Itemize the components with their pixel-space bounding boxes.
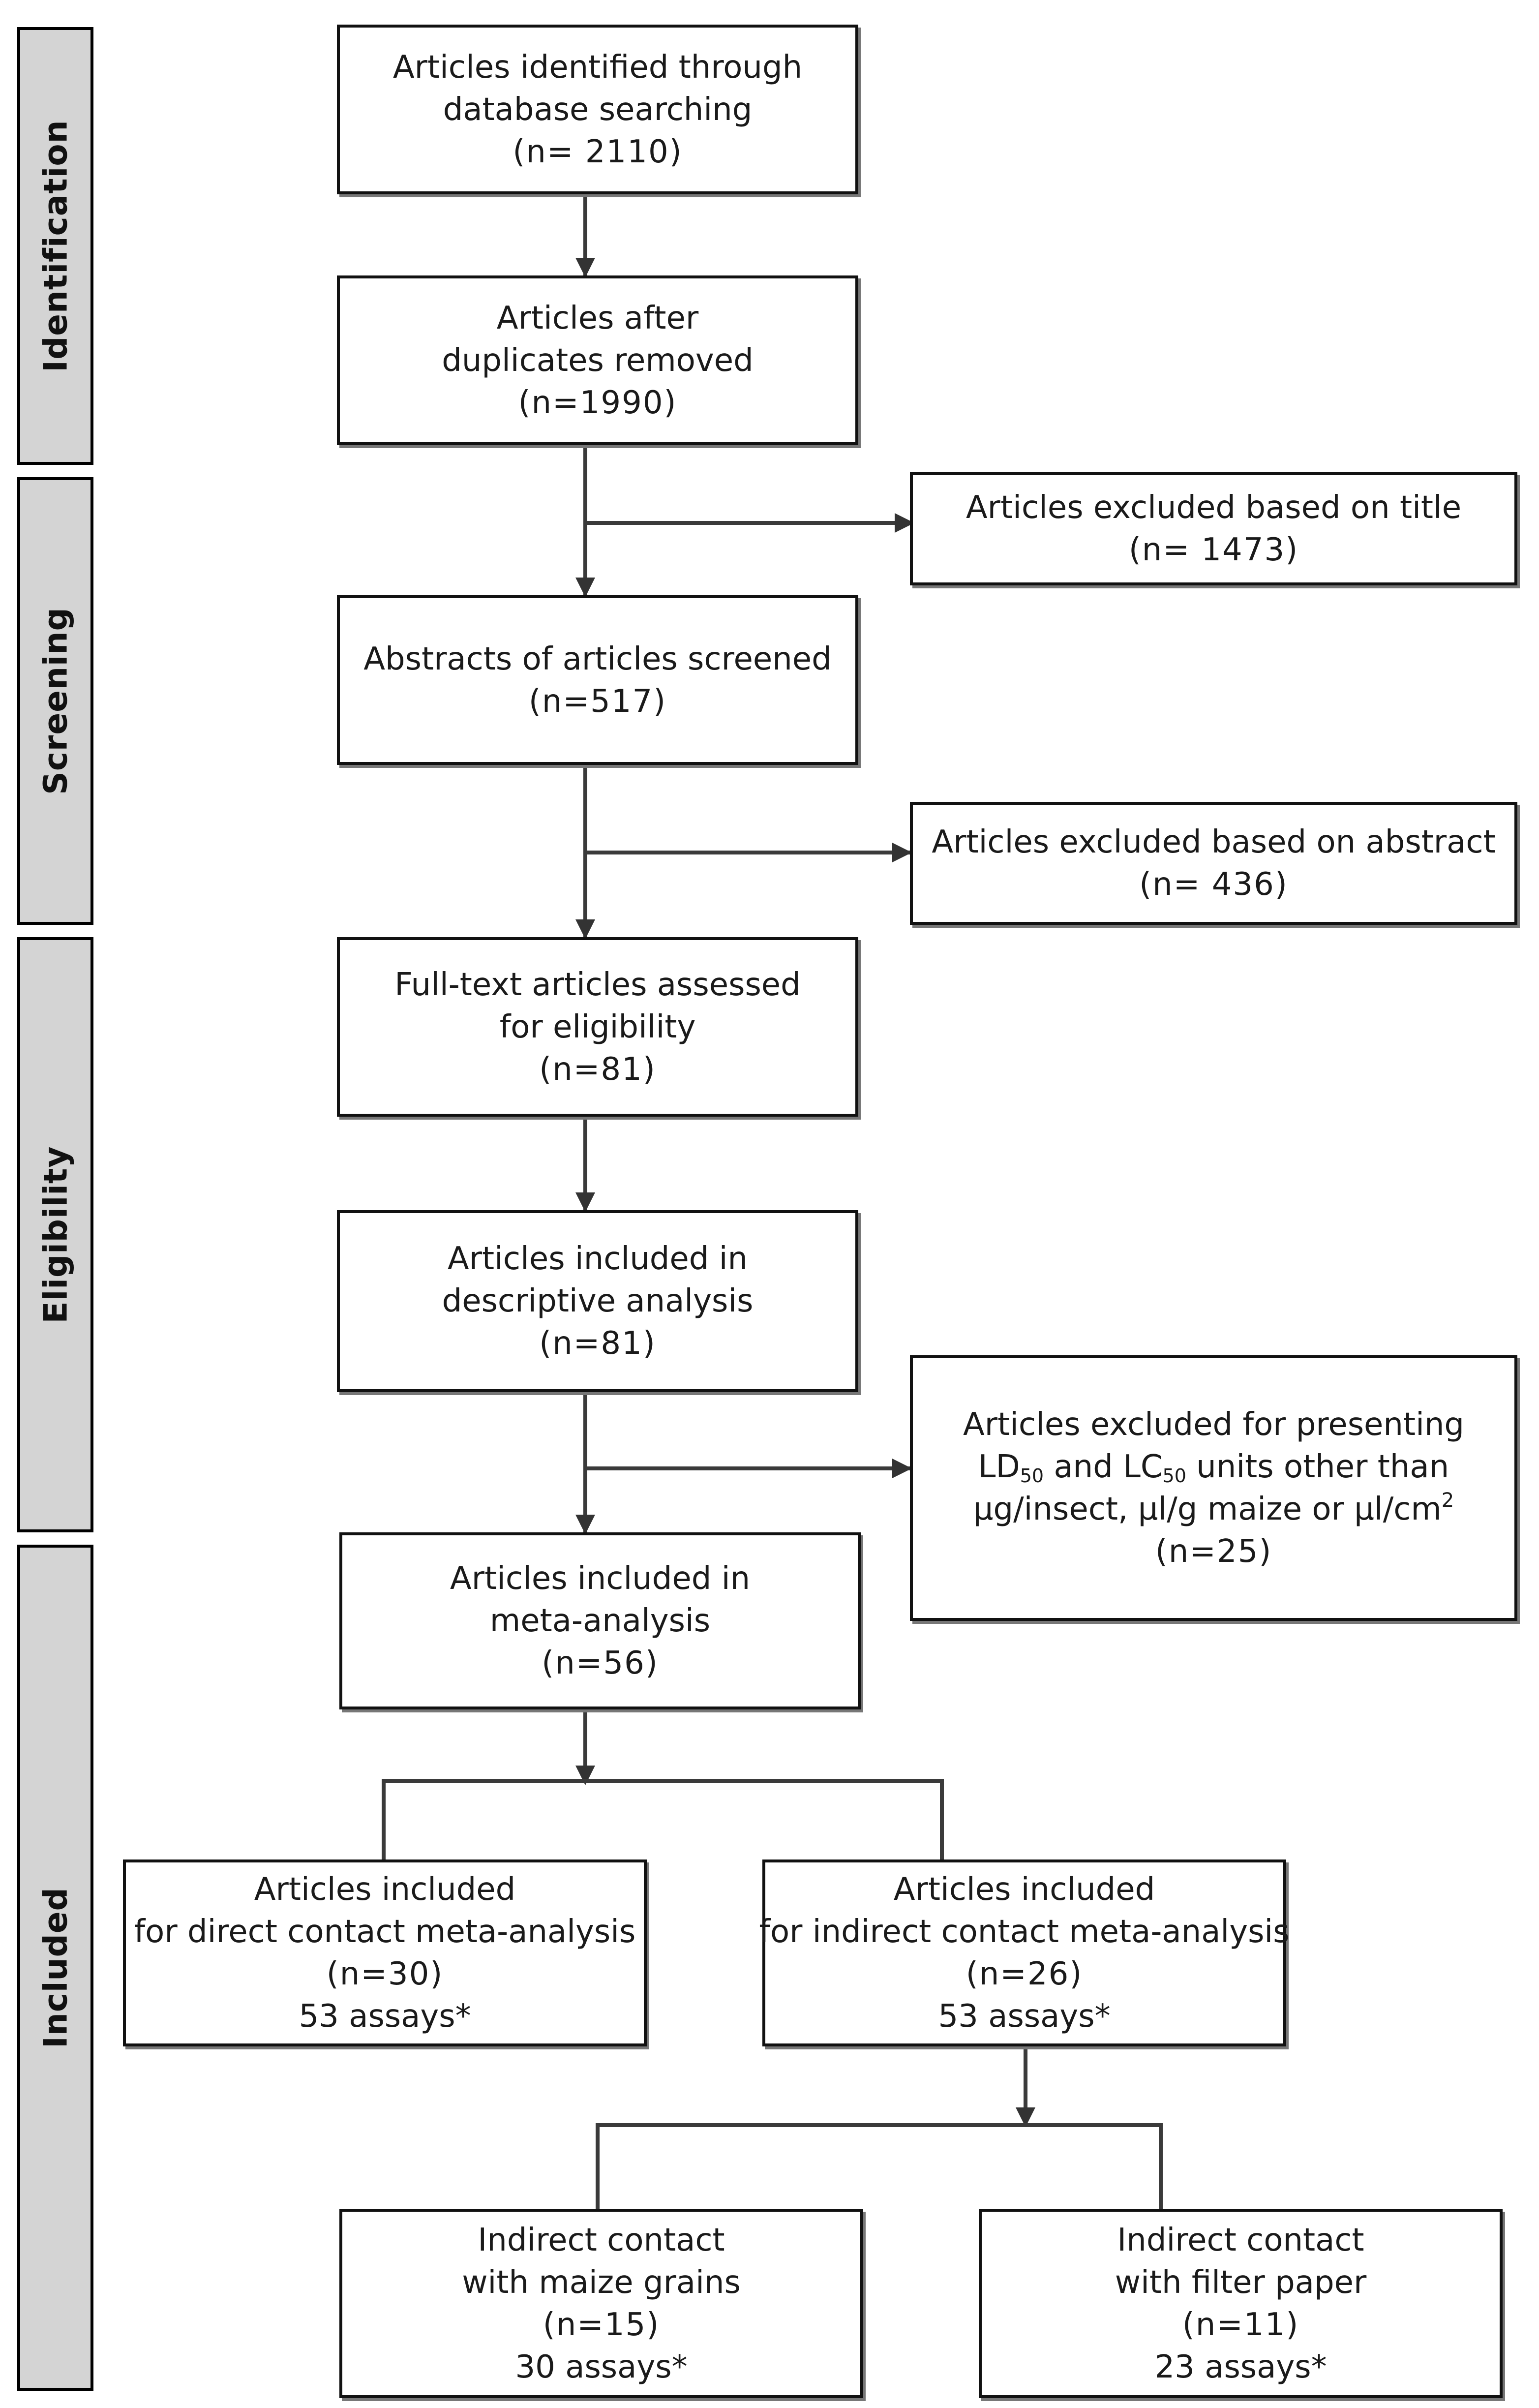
phase-bar-included: Included bbox=[17, 1545, 93, 2391]
phase-label-identification: Identification bbox=[36, 120, 74, 372]
phase-bar-eligibility: Eligibility bbox=[17, 937, 93, 1532]
branch-meta-to-direct-indirect bbox=[382, 1779, 944, 1859]
box-meta-analysis: Articles included in meta-analysis (n=56… bbox=[339, 1532, 861, 1709]
phase-label-eligibility: Eligibility bbox=[36, 1146, 74, 1324]
box-deduplicated: Articles after duplicates removed (n=199… bbox=[337, 275, 858, 445]
box-abstracts-screened: Abstracts of articles screened (n=517) bbox=[337, 595, 858, 765]
phase-label-screening: Screening bbox=[36, 607, 74, 795]
box-direct-contact: Articles included for direct contact met… bbox=[123, 1859, 647, 2046]
box-indirect-contact: Articles included for indirect contact m… bbox=[759, 1859, 1290, 2046]
box-identified: Articles identified through database sea… bbox=[337, 25, 858, 194]
phase-label-included: Included bbox=[36, 1887, 74, 2048]
phase-bar-identification: Identification bbox=[17, 27, 93, 465]
branch-indirect-to-maize-filter bbox=[596, 2123, 1163, 2209]
box-filter-paper: Indirect contact with filter paper (n=11… bbox=[979, 2209, 1503, 2398]
box-excluded-abstract: Articles excluded based on abstract (n= … bbox=[910, 802, 1517, 925]
box-fulltext-assessed: Full-text articles assessed for eligibil… bbox=[337, 937, 858, 1117]
box-excluded-title: Articles excluded based on title (n= 147… bbox=[910, 472, 1517, 585]
phase-bar-screening: Screening bbox=[17, 477, 93, 925]
box-descriptive-analysis: Articles included in descriptive analysi… bbox=[337, 1210, 858, 1392]
box-excluded-units: Articles excluded for presenting LD50 an… bbox=[910, 1355, 1517, 1621]
box-maize-grains: Indirect contact with maize grains (n=15… bbox=[339, 2209, 863, 2398]
